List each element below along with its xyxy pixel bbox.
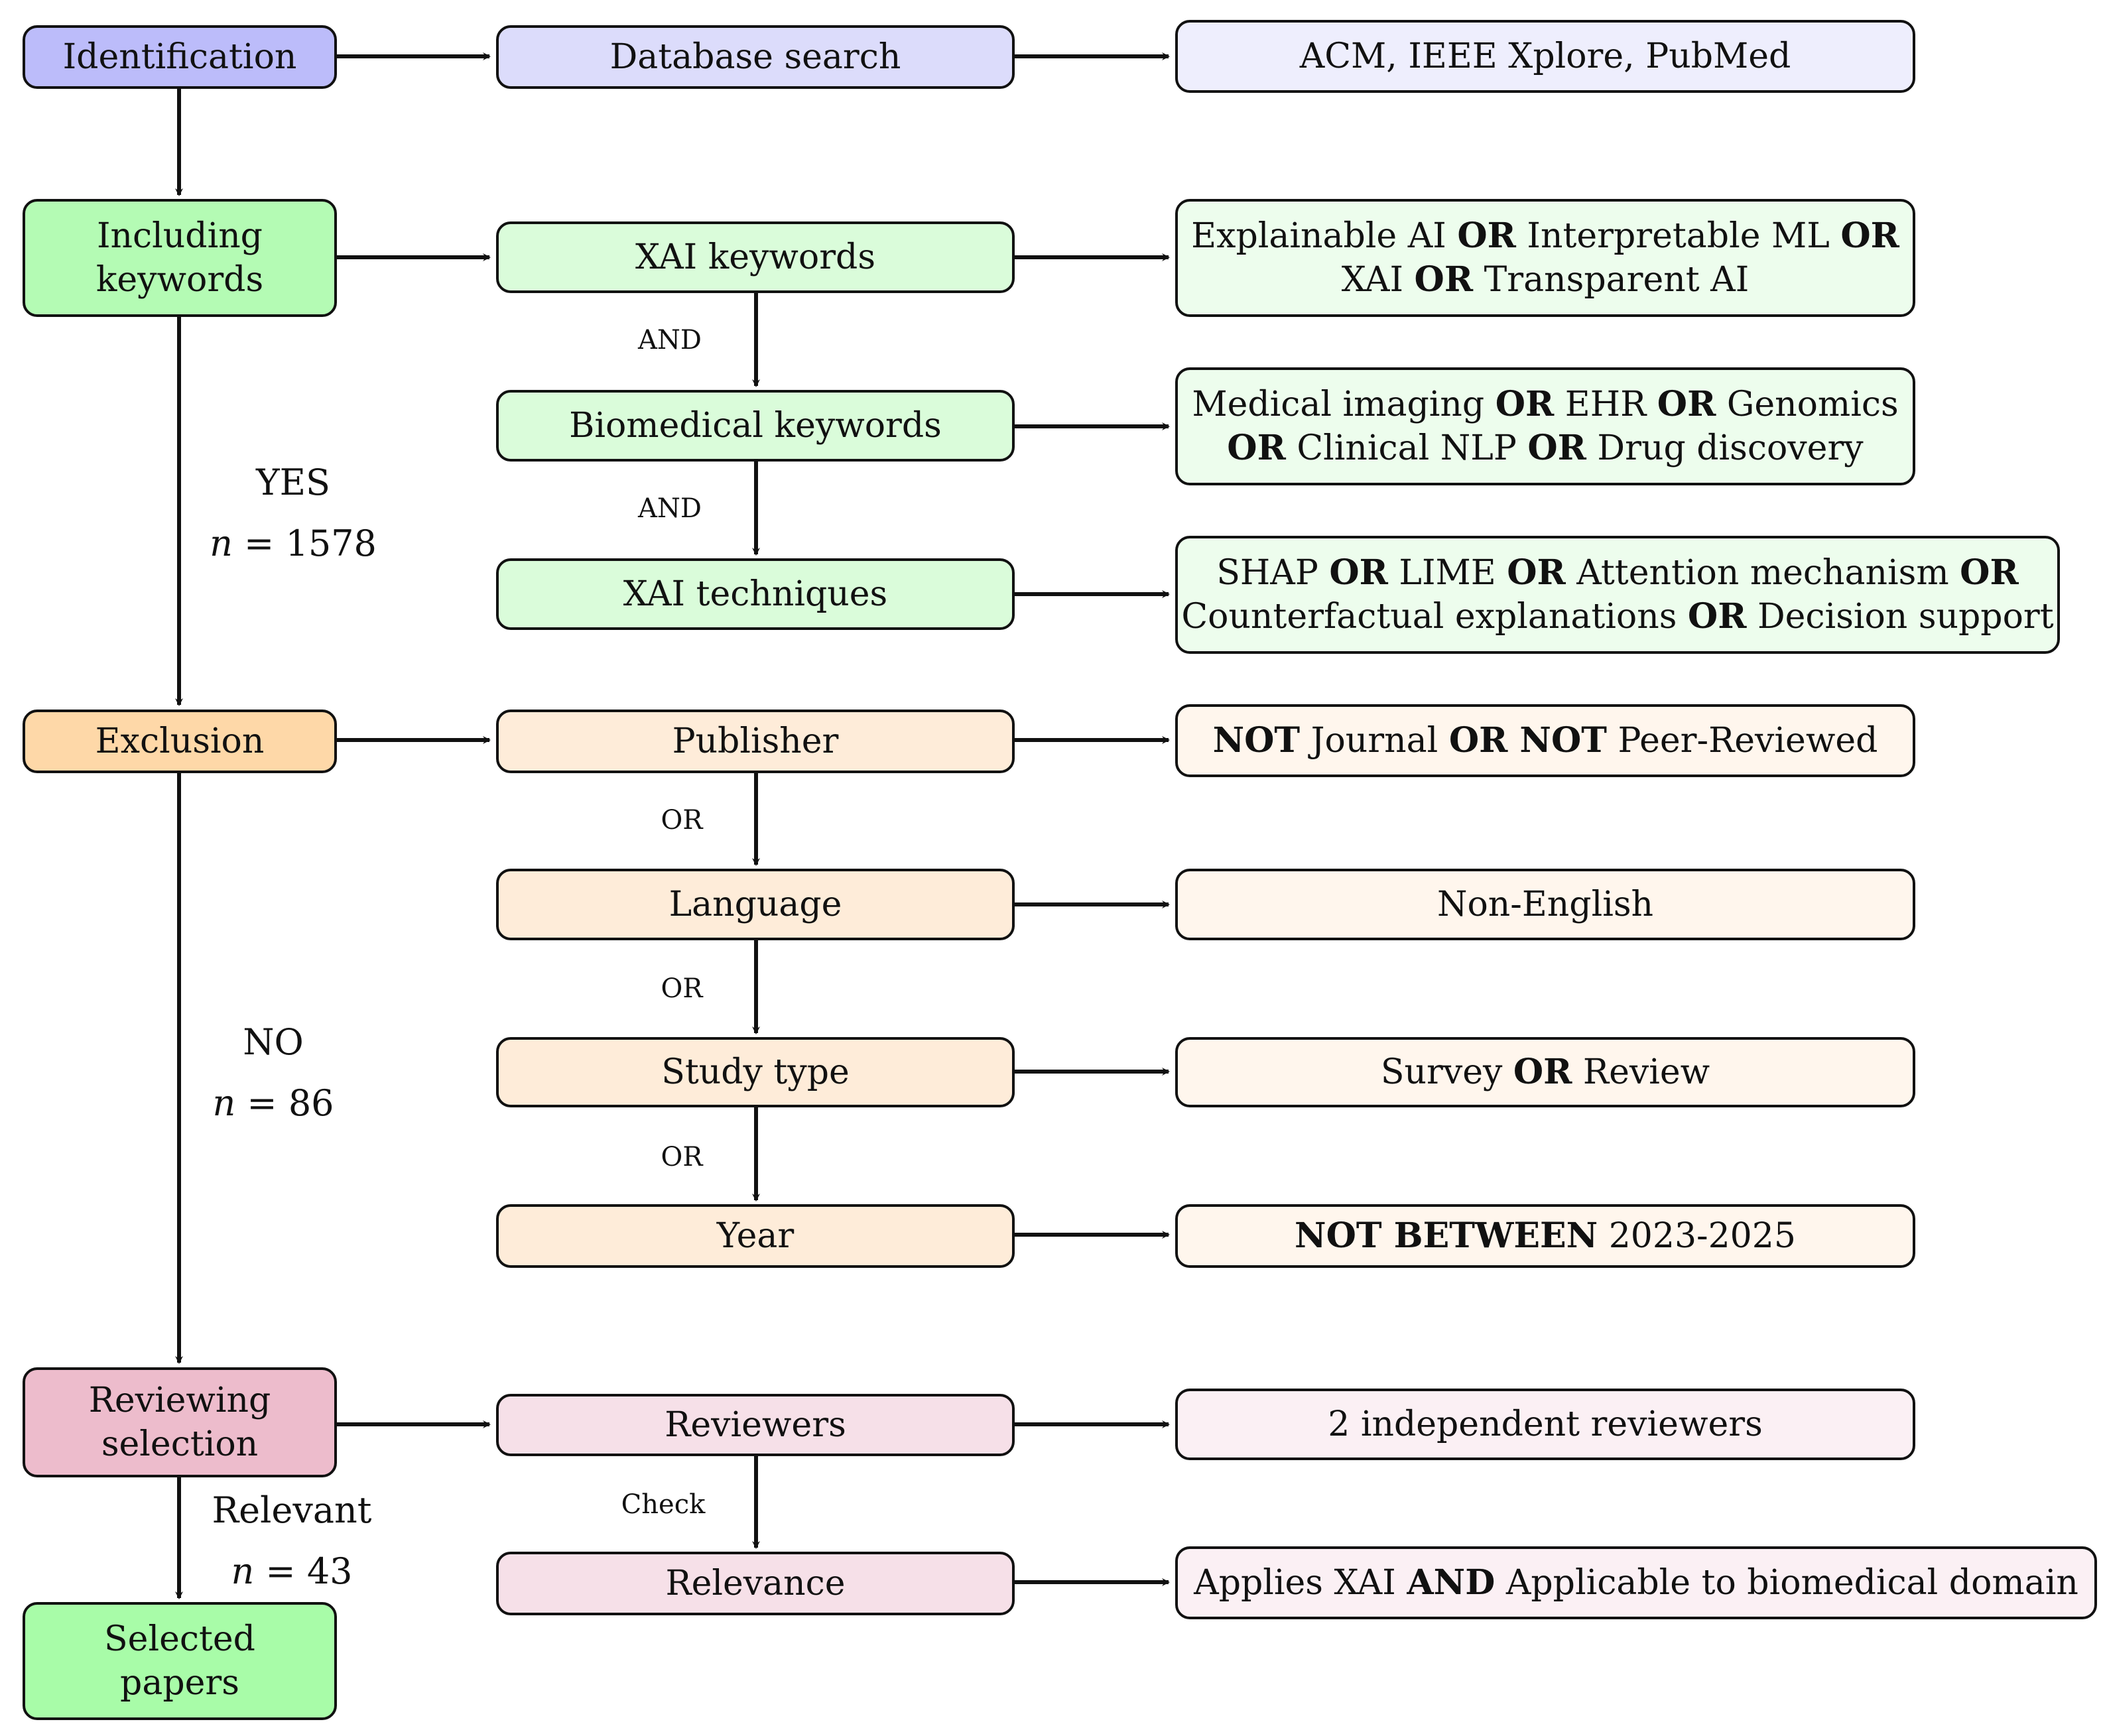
detail-xai-keywords-line-2: XAI OR Transparent AI [1341, 259, 1750, 300]
detail-publisher: NOT Journal OR NOT Peer-Reviewed [1175, 704, 1915, 777]
step-year-label: Year [716, 1216, 795, 1256]
stage-reviewing-label-2: selection [101, 1424, 259, 1464]
connector-check: Check [621, 1489, 706, 1520]
flow-label-relevant: Relevant [212, 1489, 372, 1531]
step-xai-keywords: XAI keywords [496, 221, 1015, 293]
flow-label-yes: YES [255, 462, 331, 503]
step-language: Language [496, 869, 1015, 940]
stage-identification: Identification [23, 25, 337, 89]
detail-language-text: Non-English [1436, 885, 1654, 924]
step-study-type: Study type [496, 1037, 1015, 1107]
detail-publisher-text: NOT Journal OR NOT Peer-Reviewed [1212, 720, 1878, 761]
flow-label-relevant-count: n = 43 [231, 1550, 353, 1592]
step-database-search: Database search [496, 25, 1015, 89]
stage-selected-papers: Selected papers [23, 1602, 337, 1720]
detail-year: NOT BETWEEN 2023-2025 [1175, 1204, 1915, 1268]
detail-relevance-text: Applies XAI AND Applicable to biomedical… [1194, 1562, 2078, 1603]
detail-biomedical-keywords: Medical imaging OR EHR OR Genomics OR Cl… [1175, 367, 1915, 485]
step-publisher-label: Publisher [672, 721, 839, 761]
detail-biomedical-line-1: Medical imaging OR EHR OR Genomics [1192, 384, 1899, 424]
flow-label-yes-count: n = 1578 [210, 523, 377, 564]
detail-language: Non-English [1175, 869, 1915, 940]
step-year: Year [496, 1204, 1015, 1268]
connector-or-2: OR [661, 973, 703, 1004]
stage-including-keywords: Including keywords [23, 199, 337, 317]
stage-reviewing-selection: Reviewing selection [23, 1367, 337, 1477]
detail-study-type-text: Survey OR Review [1380, 1052, 1710, 1092]
stage-reviewing-label-1: Reviewing [88, 1381, 271, 1420]
detail-databases: ACM, IEEE Xplore, PubMed [1175, 20, 1915, 93]
step-relevance: Relevance [496, 1552, 1015, 1615]
step-xai-techniques: XAI techniques [496, 558, 1015, 630]
connector-or-3: OR [661, 1142, 703, 1172]
detail-reviewers: 2 independent reviewers [1175, 1389, 1915, 1460]
connector-and-1: AND [638, 325, 702, 355]
flow-label-no-count: n = 86 [212, 1082, 334, 1124]
flow-label-no: NO [243, 1021, 304, 1063]
detail-xai-keywords-line-1: Explainable AI OR Interpretable ML OR [1191, 216, 1899, 256]
step-study-type-label: Study type [661, 1052, 850, 1092]
detail-biomedical-line-2: OR Clinical NLP OR Drug discovery [1227, 428, 1864, 468]
stage-including-label-1: Including [97, 216, 263, 256]
detail-xai-keywords: Explainable AI OR Interpretable ML OR XA… [1175, 199, 1915, 317]
step-language-label: Language [669, 885, 842, 924]
stage-including-label-2: keywords [96, 260, 264, 300]
detail-techniques-line-2: Counterfactual explanations OR Decision … [1181, 596, 2054, 637]
detail-study-type: Survey OR Review [1175, 1037, 1915, 1107]
step-biomedical-keywords: Biomedical keywords [496, 390, 1015, 462]
step-reviewers-label: Reviewers [665, 1405, 846, 1445]
step-reviewers: Reviewers [496, 1394, 1015, 1456]
stage-identification-label: Identification [62, 37, 297, 77]
detail-reviewers-text: 2 independent reviewers [1328, 1404, 1763, 1444]
step-relevance-label: Relevance [665, 1564, 846, 1603]
detail-year-text: NOT BETWEEN 2023-2025 [1295, 1215, 1796, 1256]
stage-selected-label-2: papers [120, 1663, 239, 1703]
stage-exclusion-label: Exclusion [95, 721, 265, 761]
stage-exclusion: Exclusion [23, 710, 337, 773]
step-biomedical-keywords-label: Biomedical keywords [569, 406, 942, 446]
detail-relevance: Applies XAI AND Applicable to biomedical… [1175, 1546, 2097, 1619]
detail-techniques-line-1: SHAP OR LIME OR Attention mechanism OR [1216, 552, 2019, 593]
step-publisher: Publisher [496, 710, 1015, 773]
step-xai-techniques-label: XAI techniques [623, 574, 888, 614]
step-xai-keywords-label: XAI keywords [635, 237, 876, 277]
step-database-search-label: Database search [609, 37, 901, 77]
detail-databases-text: ACM, IEEE Xplore, PubMed [1299, 36, 1791, 76]
stage-selected-label-1: Selected [104, 1619, 255, 1659]
connector-or-1: OR [661, 805, 703, 836]
detail-xai-techniques: SHAP OR LIME OR Attention mechanism OR C… [1175, 536, 2060, 654]
connector-and-2: AND [638, 493, 702, 524]
